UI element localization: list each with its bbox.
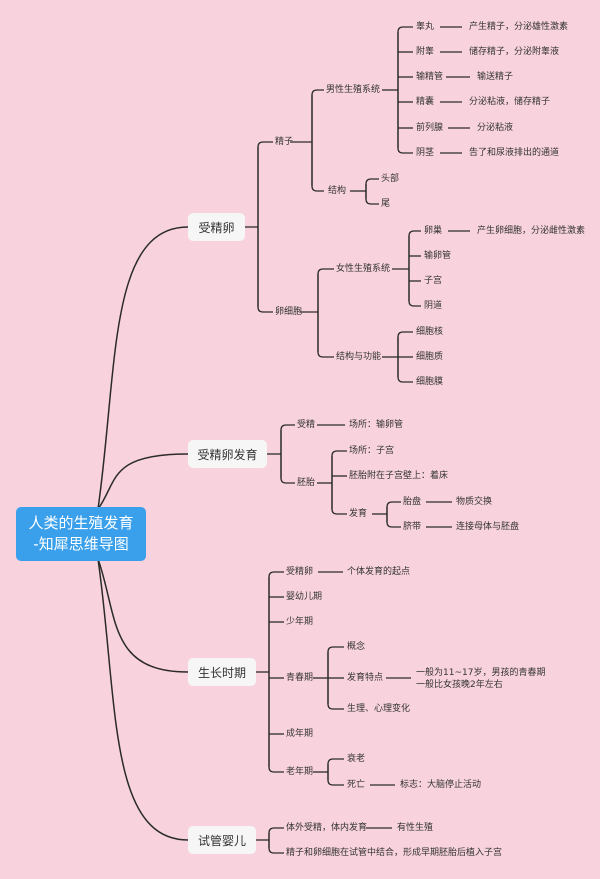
node-zygote-desc[interactable]: 个体发育的起点	[347, 567, 411, 577]
connector-line	[386, 514, 401, 528]
connector-line	[327, 758, 344, 772]
connector-line	[397, 331, 413, 357]
node-prostate-desc[interactable]: 分泌粘液	[477, 123, 514, 133]
connector-line	[317, 268, 334, 312]
connector-line	[280, 424, 295, 454]
node-fertilization[interactable]: 受精	[297, 420, 316, 430]
node-features[interactable]: 发育特点	[347, 673, 384, 683]
node-embryo[interactable]: 胚胎	[297, 478, 316, 488]
node-testis[interactable]: 睾丸	[416, 22, 435, 32]
node-ovary-desc[interactable]: 产生卵细胞，分泌雌性激素	[477, 226, 586, 236]
connector-line	[97, 453, 189, 510]
connector-line	[317, 312, 334, 358]
connector-line	[331, 450, 347, 483]
node-vas-deferens-desc[interactable]: 输送精子	[477, 72, 514, 82]
node-placenta[interactable]: 胎盘	[403, 497, 422, 507]
node-ivf[interactable]: 体外受精，体内发育	[286, 823, 368, 833]
node-nucleus[interactable]: 细胞核	[416, 327, 444, 337]
node-cell-membrane[interactable]: 细胞膜	[416, 377, 444, 387]
connector-line	[257, 141, 273, 227]
connector-line	[331, 483, 347, 515]
node-fertilization-place[interactable]: 场所：输卵管	[349, 420, 404, 430]
node-sperm[interactable]: 精子	[275, 137, 294, 147]
branch-growth-period[interactable]: 生长时期	[188, 658, 256, 686]
node-umbilical-cord-desc[interactable]: 连接母体与胚盘	[456, 522, 520, 532]
node-epididymis-desc[interactable]: 储存精子，分泌附睾液	[469, 47, 560, 57]
node-ovary[interactable]: 卵巢	[424, 226, 443, 236]
connector-line	[311, 142, 324, 192]
connector-line	[257, 227, 273, 313]
connector-line	[397, 90, 413, 154]
node-oviduct[interactable]: 输卵管	[424, 251, 452, 261]
node-ivf-desc[interactable]: 有性生殖	[397, 823, 434, 833]
connector-line	[97, 226, 189, 510]
connector-line	[408, 230, 421, 269]
branch-fertilized-egg[interactable]: 受精卵	[188, 213, 245, 241]
node-prostate[interactable]: 前列腺	[416, 123, 444, 133]
connector-line	[97, 558, 189, 841]
node-adult[interactable]: 成年期	[286, 729, 314, 739]
node-umbilical-cord[interactable]: 脐带	[403, 522, 422, 532]
branch-test-tube-baby[interactable]: 试管婴儿	[188, 826, 256, 854]
node-zygote[interactable]: 受精卵	[286, 567, 314, 577]
branch-egg-development[interactable]: 受精卵发育	[188, 440, 267, 468]
node-seminal-vesicle-desc[interactable]: 分泌粘液，储存精子	[469, 97, 551, 107]
node-head[interactable]: 头部	[381, 174, 400, 184]
node-penis-desc[interactable]: 告了和尿液排出的通道	[469, 148, 560, 158]
connector-line	[365, 178, 379, 191]
node-seminal-vesicle[interactable]: 精囊	[416, 97, 435, 107]
node-death-desc[interactable]: 标志：大脑停止活动	[400, 780, 482, 790]
connector-line	[397, 357, 413, 383]
node-childhood[interactable]: 少年期	[286, 617, 314, 627]
node-concept[interactable]: 概念	[347, 642, 366, 652]
node-infancy[interactable]: 婴幼儿期	[286, 592, 323, 602]
connector-line	[268, 672, 284, 773]
node-vagina[interactable]: 阴道	[424, 301, 443, 311]
node-old-age[interactable]: 老年期	[286, 767, 314, 777]
node-tail[interactable]: 尾	[381, 199, 391, 209]
connector-line	[386, 501, 401, 514]
node-epididymis[interactable]: 附睾	[416, 47, 435, 57]
node-aging[interactable]: 衰老	[347, 754, 366, 764]
connector-line	[408, 269, 421, 307]
connector-line	[327, 678, 344, 710]
connector-line	[327, 772, 344, 786]
node-egg-cell[interactable]: 卵细胞	[275, 307, 303, 317]
connector-line	[397, 26, 413, 90]
node-ivf-process[interactable]: 精子和卵细胞在试管中结合，形成早期胚胎后植入子宫	[286, 848, 503, 858]
connector-line	[365, 191, 379, 205]
node-development[interactable]: 发育	[349, 509, 368, 519]
root-title-line2: -知犀思维导图	[33, 535, 129, 553]
node-female-system[interactable]: 女性生殖系统	[336, 264, 391, 274]
root-topic[interactable]: 人类的生殖发育 -知犀思维导图	[16, 507, 146, 561]
node-changes[interactable]: 生理、心理变化	[347, 704, 411, 714]
node-cytoplasm[interactable]: 细胞质	[416, 352, 444, 362]
root-title-line1: 人类的生殖发育	[28, 514, 134, 532]
node-death[interactable]: 死亡	[347, 780, 366, 790]
node-youth[interactable]: 青春期	[286, 673, 314, 683]
connector-line	[97, 558, 189, 673]
connector-line	[280, 454, 295, 484]
node-penis[interactable]: 阴茎	[416, 148, 435, 158]
connector-line	[311, 89, 324, 142]
connector-line	[268, 827, 284, 840]
node-implantation[interactable]: 胚胎附在子宫壁上：着床	[349, 471, 449, 481]
node-placenta-desc[interactable]: 物质交换	[456, 497, 493, 507]
connector-line	[268, 571, 284, 672]
node-sperm-structure[interactable]: 结构	[328, 186, 347, 196]
node-testis-desc[interactable]: 产生精子，分泌雄性激素	[469, 22, 569, 32]
connector-line	[327, 646, 344, 678]
node-structure-function[interactable]: 结构与功能	[336, 352, 382, 362]
node-vas-deferens[interactable]: 输精管	[416, 72, 444, 82]
node-embryo-place[interactable]: 场所：子宫	[349, 446, 395, 456]
node-uterus[interactable]: 子宫	[424, 276, 443, 286]
node-male-system[interactable]: 男性生殖系统	[326, 85, 381, 95]
connector-line	[268, 840, 284, 854]
node-features-desc[interactable]: 一般为11~17岁，男孩的青春期 一般比女孩晚2年左右	[416, 668, 546, 690]
